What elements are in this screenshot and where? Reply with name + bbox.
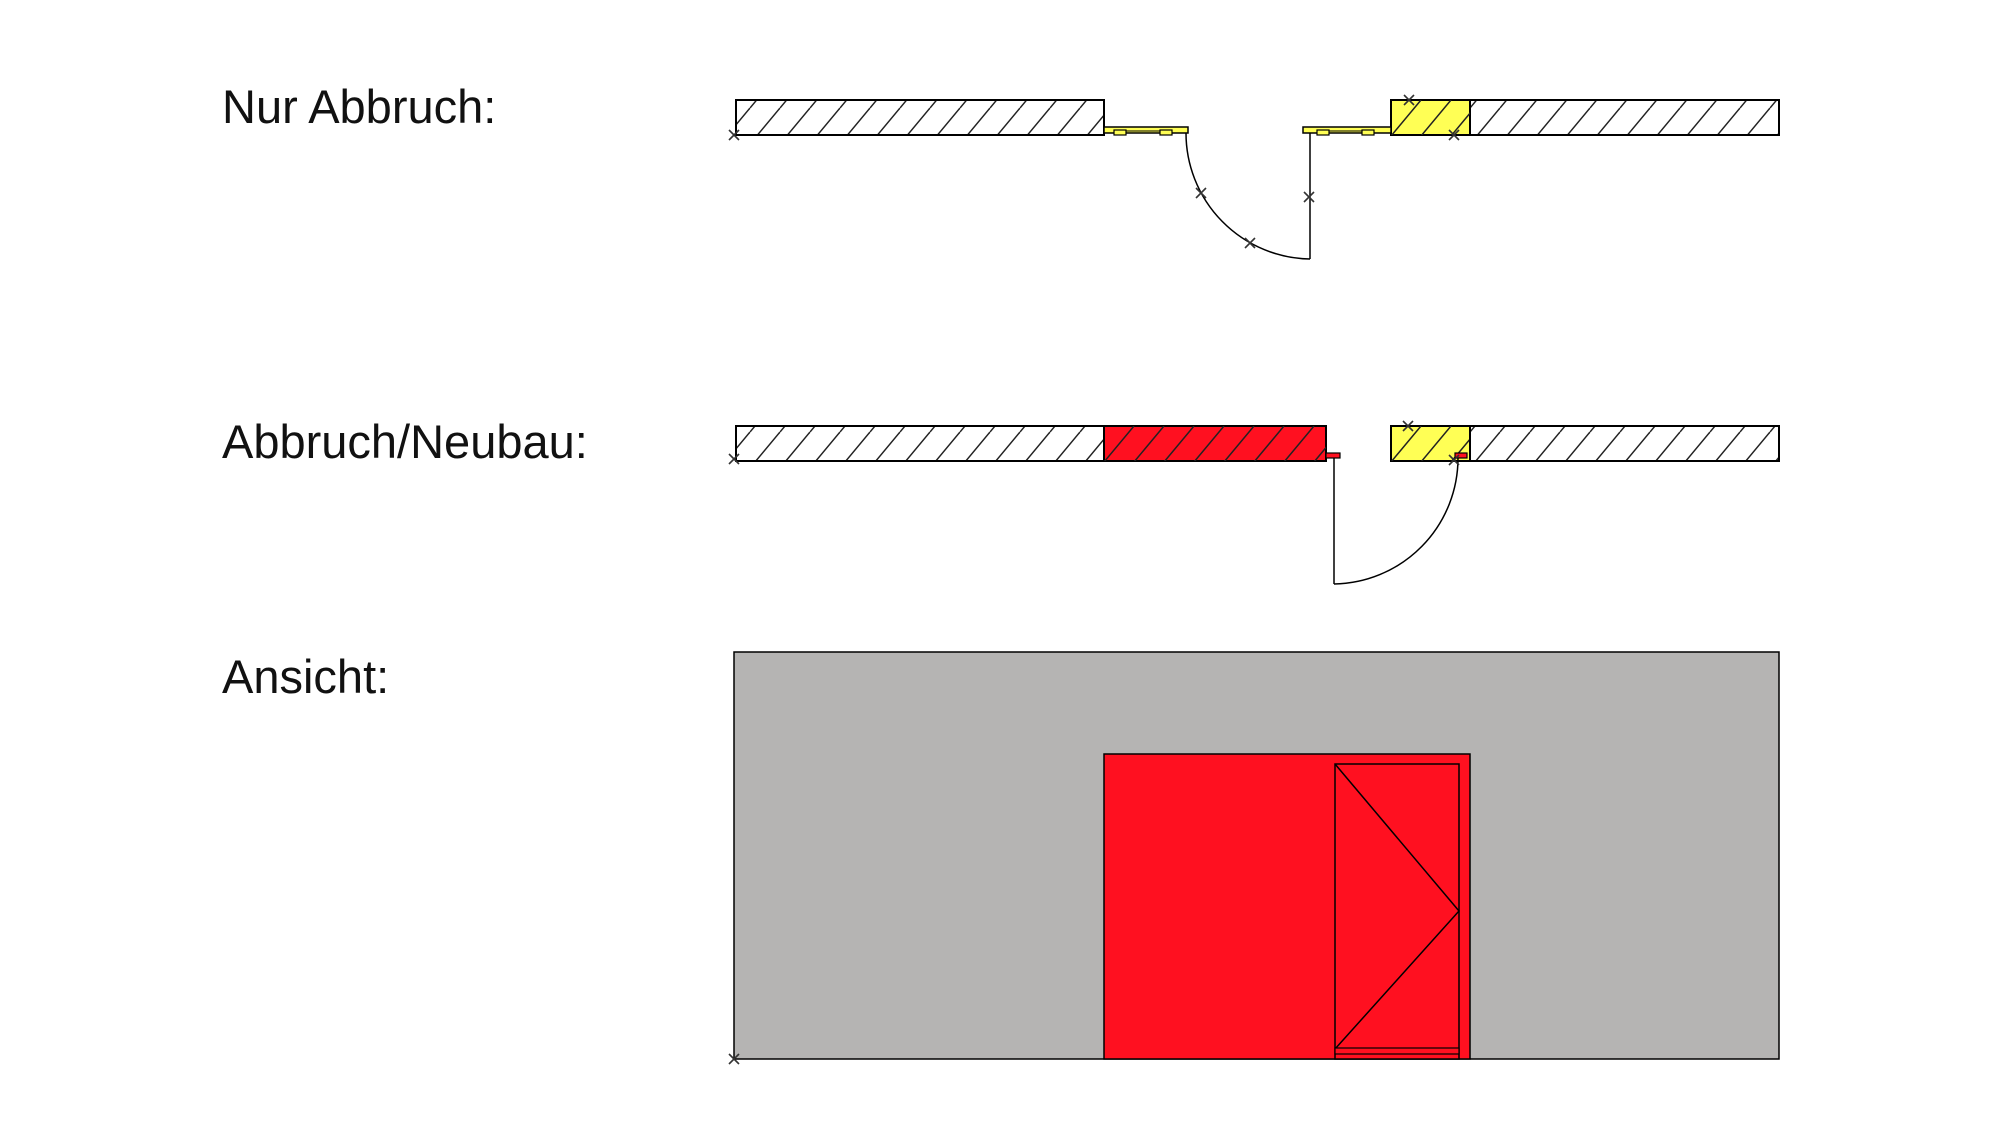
wall-right-hatched [1469, 425, 1780, 462]
door-frame-right [1302, 126, 1392, 136]
label-ansicht: Ansicht: [222, 650, 390, 703]
demolition-segment [1390, 425, 1471, 462]
door-frame-left [1103, 126, 1189, 136]
wall-left-hatched [735, 425, 1105, 462]
plan-nur-abbruch [728, 94, 1780, 260]
elevation-ansicht [728, 651, 1780, 1065]
new-build-segment [1103, 425, 1341, 462]
elevation-door [1334, 763, 1460, 1060]
wall-right-hatched [1469, 99, 1780, 136]
door-swing-arc [1333, 457, 1459, 585]
door-swing-arc [1185, 132, 1311, 260]
wall-left-hatched [735, 99, 1105, 136]
label-nur-abbruch: Nur Abbruch: [222, 80, 497, 133]
plan-abbruch-neubau [728, 420, 1780, 585]
label-abbruch-neubau: Abbruch/Neubau: [222, 415, 588, 468]
demolition-segment [1390, 99, 1471, 136]
